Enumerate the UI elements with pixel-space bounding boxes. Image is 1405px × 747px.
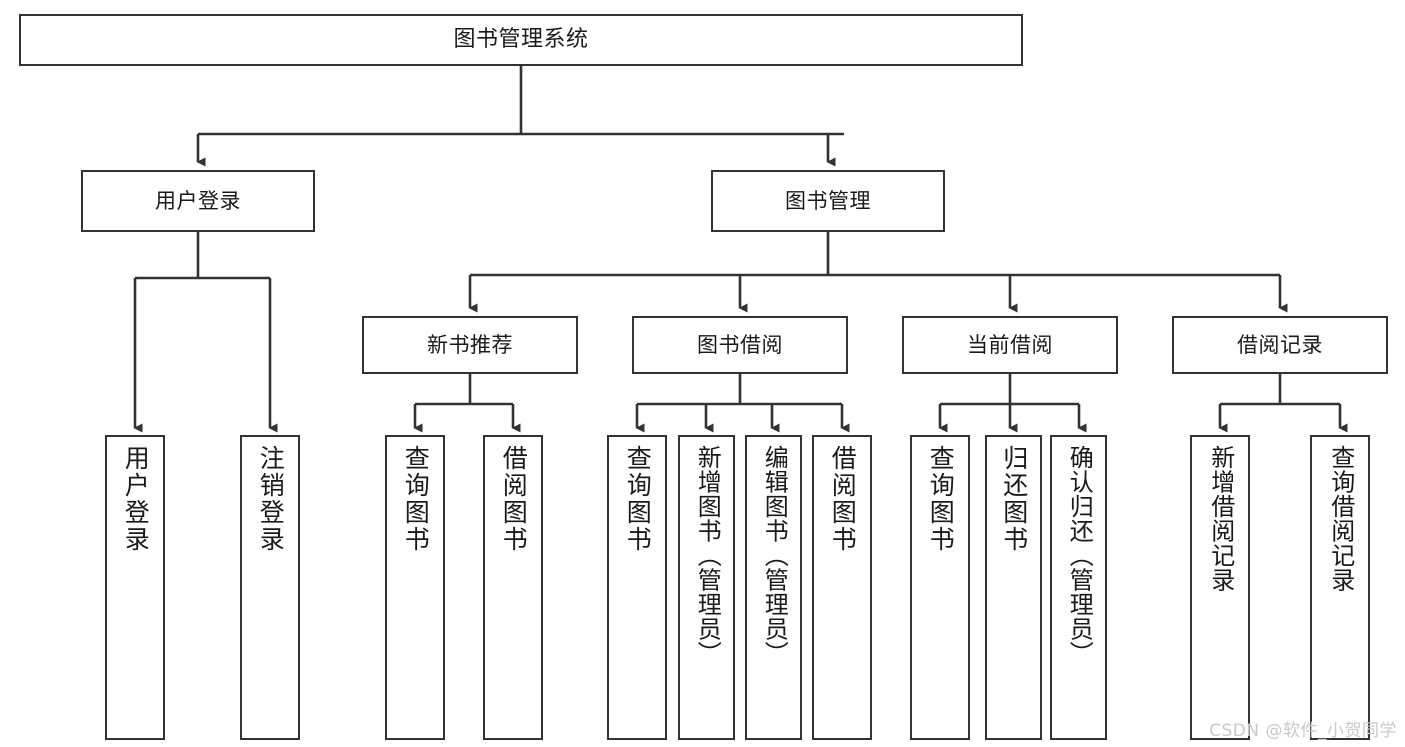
leaf-borrow-borrow-book[interactable]: 借阅图书: [812, 435, 872, 740]
node-label: 编辑图书（管理员）: [760, 445, 789, 666]
node-label: 用户登录: [155, 188, 241, 213]
leaf-user-login[interactable]: 用户登录: [105, 435, 165, 740]
leaf-current-query-book[interactable]: 查询图书: [910, 435, 970, 740]
node-label: 查询图书: [623, 445, 653, 553]
csdn-watermark: CSDN @软件_小贺同学: [1209, 721, 1397, 741]
node-label: 借阅图书: [499, 445, 529, 553]
node-label: 新增图书（管理员）: [693, 445, 722, 666]
node-label: 查询借阅记录: [1326, 445, 1355, 592]
node-book-borrow[interactable]: 图书借阅: [632, 316, 848, 374]
leaf-current-return-book[interactable]: 归还图书: [985, 435, 1042, 740]
node-new-book-recommend[interactable]: 新书推荐: [362, 316, 578, 374]
leaf-borrow-query-book[interactable]: 查询图书: [607, 435, 667, 740]
leaf-borrow-edit-book-admin[interactable]: 编辑图书（管理员）: [745, 435, 802, 740]
node-borrow-records[interactable]: 借阅记录: [1172, 316, 1388, 374]
node-label: 当前借阅: [967, 332, 1053, 357]
node-current-borrow[interactable]: 当前借阅: [902, 316, 1118, 374]
node-root-system[interactable]: 图书管理系统: [19, 14, 1023, 66]
node-label: 图书管理系统: [453, 27, 589, 53]
node-label: 查询图书: [401, 445, 431, 553]
node-label: 注销登录: [256, 445, 286, 553]
node-label: 新增借阅记录: [1206, 445, 1235, 592]
node-label: 确认归还（管理员）: [1065, 445, 1094, 666]
node-user-login[interactable]: 用户登录: [81, 170, 315, 232]
node-label: 图书管理: [785, 188, 871, 213]
leaf-recommend-query-book[interactable]: 查询图书: [385, 435, 445, 740]
leaf-recommend-borrow-book[interactable]: 借阅图书: [483, 435, 543, 740]
leaf-current-confirm-return-admin[interactable]: 确认归还（管理员）: [1050, 435, 1107, 740]
leaf-borrow-add-book-admin[interactable]: 新增图书（管理员）: [678, 435, 735, 740]
node-label: 图书借阅: [697, 332, 783, 357]
node-label: 借阅记录: [1237, 332, 1323, 357]
node-label: 查询图书: [926, 445, 956, 553]
node-label: 归还图书: [999, 445, 1029, 553]
leaf-records-add-record[interactable]: 新增借阅记录: [1190, 435, 1250, 740]
leaf-records-query-record[interactable]: 查询借阅记录: [1310, 435, 1370, 740]
node-label: 新书推荐: [427, 332, 513, 357]
node-label: 借阅图书: [828, 445, 858, 553]
leaf-user-logout[interactable]: 注销登录: [240, 435, 300, 740]
node-label: 用户登录: [121, 445, 151, 553]
node-book-management[interactable]: 图书管理: [711, 170, 945, 232]
